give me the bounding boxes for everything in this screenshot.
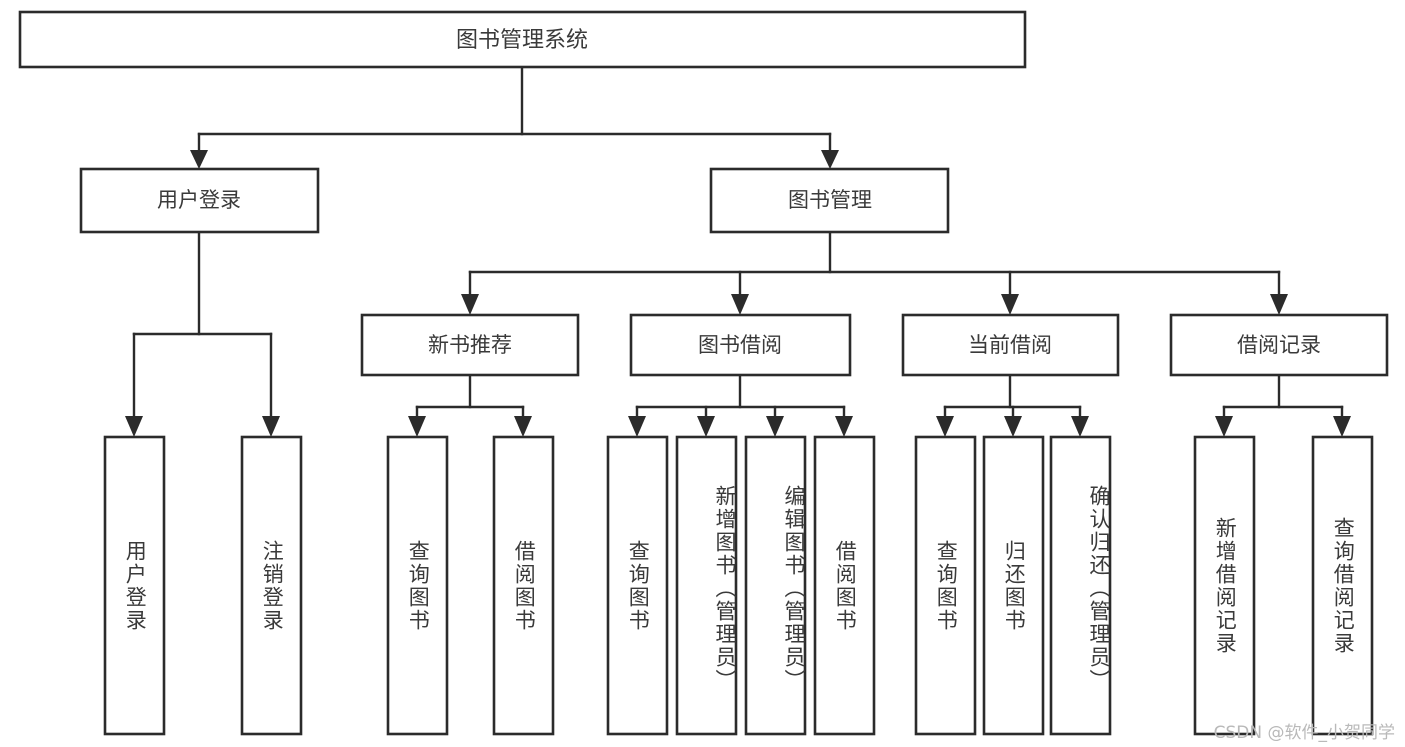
node-leaf-borrow-book-2[interactable] [813, 435, 876, 736]
connector-currentborrow-to-leaves [936, 373, 1089, 437]
node-new-book-recommend[interactable] [360, 313, 580, 377]
node-book-manage[interactable] [709, 167, 950, 234]
connector-root-to-level2 [190, 65, 839, 169]
node-leaf-confirm-return[interactable] [1049, 435, 1112, 736]
node-current-borrow-label: 当前借阅 [968, 333, 1052, 357]
connector-bookborrow-to-leaves [628, 373, 853, 437]
node-leaf-add-record[interactable] [1193, 435, 1256, 736]
node-user-login-label: 用户登录 [157, 188, 241, 212]
node-borrow-record-label: 借阅记录 [1237, 333, 1321, 357]
node-book-manage-label: 图书管理 [788, 188, 872, 212]
node-book-borrow[interactable] [629, 313, 852, 377]
node-user-login[interactable] [79, 167, 320, 234]
node-current-borrow[interactable] [901, 313, 1120, 377]
node-leaf-add-book[interactable] [675, 435, 738, 736]
node-new-book-recommend-label: 新书推荐 [428, 333, 512, 357]
connector-userlogin-to-leaves [125, 230, 280, 437]
node-leaf-query-book-3[interactable] [914, 435, 977, 736]
node-book-borrow-label: 图书借阅 [698, 333, 782, 357]
node-leaf-query-record[interactable] [1311, 435, 1374, 736]
node-root-label: 图书管理系统 [456, 28, 588, 53]
node-leaf-query-book-2[interactable] [606, 435, 669, 736]
node-borrow-record[interactable] [1169, 313, 1389, 377]
node-root[interactable] [18, 10, 1027, 69]
node-leaf-user-login[interactable] [103, 435, 166, 736]
node-leaf-logout-login[interactable] [240, 435, 303, 736]
node-leaf-edit-book[interactable] [744, 435, 807, 736]
connector-newbook-to-leaves [408, 373, 532, 437]
connector-bookmanage-to-level3 [461, 230, 1288, 315]
node-leaf-return-book[interactable] [982, 435, 1045, 736]
connector-borrowrecord-to-leaves [1215, 373, 1351, 437]
node-leaf-borrow-book-1[interactable] [492, 435, 555, 736]
csdn-watermark: CSDN @软件_小贺同学 [1213, 723, 1395, 743]
node-leaf-query-book-1[interactable] [386, 435, 449, 736]
